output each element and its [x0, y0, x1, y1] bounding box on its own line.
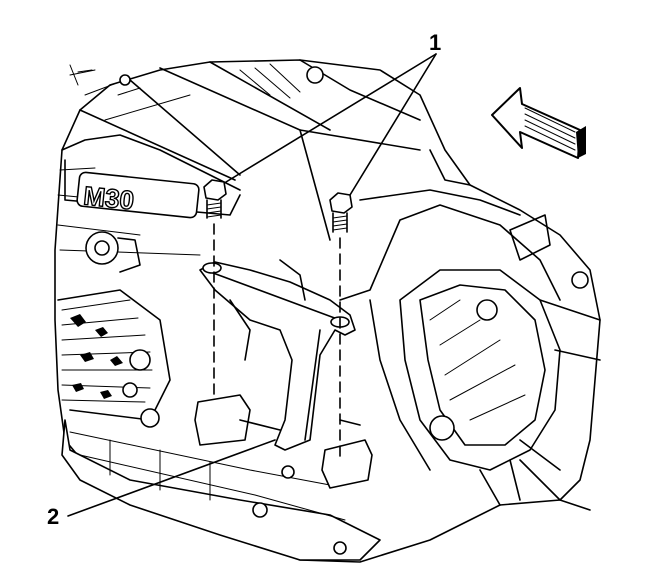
- mount-bracket: [199, 259, 356, 451]
- case-marking-text: M30: [82, 180, 135, 215]
- oil-pan: [61, 419, 381, 561]
- bolt-right: [329, 192, 353, 461]
- bolt-left: [203, 179, 227, 401]
- callout-2: 2: [47, 439, 276, 529]
- transmission-case: M30: [54, 59, 601, 563]
- callout-2-label: 2: [47, 504, 59, 529]
- tail-housing: [299, 129, 601, 511]
- callout-1-label: 1: [429, 30, 441, 55]
- cooling-fins: [57, 289, 171, 428]
- direction-arrow-icon: [491, 87, 586, 159]
- callout-1: 1: [225, 30, 441, 196]
